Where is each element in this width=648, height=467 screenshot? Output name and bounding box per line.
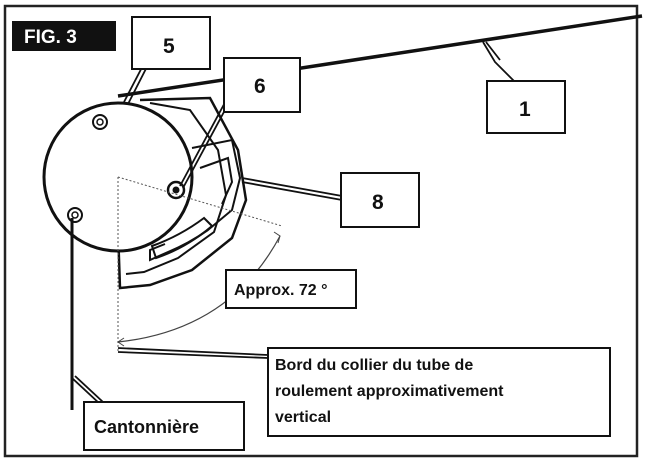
callout-1: 1: [486, 80, 566, 134]
collar-edge-note: Bord du collier du tube de roulement app…: [267, 347, 611, 437]
note-line-1: Bord du collier du tube de: [275, 357, 473, 374]
figure-badge: FIG. 3: [12, 21, 116, 51]
end-cap-bracket: [116, 96, 248, 290]
callout-5-label: 5: [163, 35, 175, 58]
callout-8: 8: [340, 172, 420, 228]
figure-frame: [3, 4, 639, 458]
callout-6: 6: [223, 57, 301, 113]
part-1-line: [117, 14, 643, 98]
callout-8-label: 8: [372, 191, 384, 214]
angle-label: Approx. 72 °: [234, 282, 328, 299]
callout-5: 5: [131, 16, 211, 70]
angle-construction: [117, 176, 283, 352]
note-line-3: vertical: [275, 409, 331, 426]
note-line-2: roulement approximativement: [275, 383, 504, 400]
valance-label: Cantonnière: [94, 417, 199, 437]
callout-1-label: 1: [519, 98, 531, 121]
callout-6-label: 6: [254, 75, 266, 98]
valance-label-box: Cantonnière: [83, 401, 245, 451]
angle-label-box: Approx. 72 °: [225, 269, 357, 309]
figure-label: FIG. 3: [24, 27, 77, 48]
